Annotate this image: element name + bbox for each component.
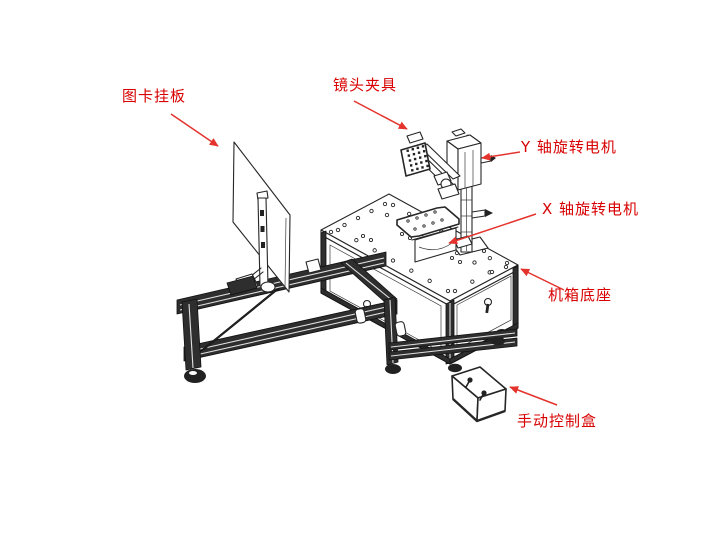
- arrow-control-box: [510, 387, 557, 405]
- arrow-x-axis-motor: [449, 214, 536, 243]
- arrow-chassis-base: [521, 269, 564, 290]
- arrow-y-axis-motor: [482, 152, 520, 158]
- arrow-chart-board: [171, 114, 218, 146]
- arrow-lens-fixture: [354, 101, 407, 129]
